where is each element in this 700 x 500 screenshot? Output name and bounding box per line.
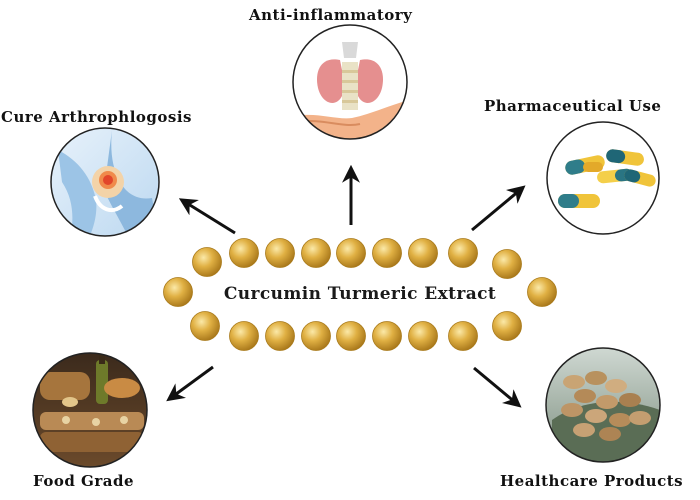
center-title: Curcumin Turmeric Extract bbox=[223, 284, 497, 304]
curcumin-bead bbox=[408, 238, 438, 268]
pharmaceutical-frame bbox=[546, 121, 660, 235]
curcumin-bead bbox=[265, 238, 295, 268]
tablets-icon bbox=[546, 348, 660, 462]
curcumin-bead bbox=[492, 249, 522, 279]
curcumin-bead bbox=[265, 321, 295, 351]
curcumin-bead bbox=[190, 311, 220, 341]
benefit-food-grade bbox=[32, 352, 214, 468]
curcumin-bead-ring bbox=[163, 238, 557, 351]
curcumin-bead bbox=[372, 321, 402, 351]
knee-joint-icon bbox=[51, 128, 159, 236]
curcumin-bead bbox=[163, 277, 193, 307]
label-anti-inflammatory: Anti-inflammatory bbox=[249, 6, 413, 24]
label-food-grade: Food Grade bbox=[33, 472, 135, 490]
benefit-healthcare bbox=[473, 347, 661, 463]
arrow-to-food-grade bbox=[166, 365, 214, 402]
arthrophlogosis-frame bbox=[50, 127, 160, 237]
curcumin-bead bbox=[372, 238, 402, 268]
curcumin-bead bbox=[492, 311, 522, 341]
thyroid-hand-icon bbox=[293, 25, 407, 139]
curcumin-bead bbox=[301, 321, 331, 351]
label-pharmaceutical: Pharmaceutical Use bbox=[484, 97, 662, 115]
label-healthcare: Healthcare Products bbox=[500, 472, 684, 490]
curcumin-bead bbox=[229, 321, 259, 351]
curcumin-bead bbox=[448, 238, 478, 268]
benefit-anti-inflammatory bbox=[292, 24, 408, 225]
capsules-icon bbox=[547, 122, 659, 234]
food-grade-frame bbox=[32, 352, 148, 468]
arrow-to-pharmaceutical bbox=[471, 185, 526, 232]
curcumin-bead bbox=[192, 247, 222, 277]
curcumin-bead bbox=[408, 321, 438, 351]
bread-oil-icon bbox=[33, 353, 147, 467]
arrow-to-healthcare bbox=[473, 366, 522, 408]
curcumin-bead bbox=[527, 277, 557, 307]
arrow-to-arthrophlogosis bbox=[178, 198, 236, 235]
curcumin-bead bbox=[336, 321, 366, 351]
curcumin-bead bbox=[229, 238, 259, 268]
benefit-arthrophlogosis bbox=[50, 127, 236, 237]
curcumin-bead bbox=[301, 238, 331, 268]
healthcare-frame bbox=[545, 347, 661, 463]
anti-inflammatory-frame bbox=[292, 24, 408, 140]
benefit-pharmaceutical bbox=[471, 121, 660, 235]
curcumin-bead bbox=[336, 238, 366, 268]
curcumin-bead bbox=[448, 321, 478, 351]
label-arthrophlogosis: Cure Arthrophlogosis bbox=[1, 108, 192, 126]
